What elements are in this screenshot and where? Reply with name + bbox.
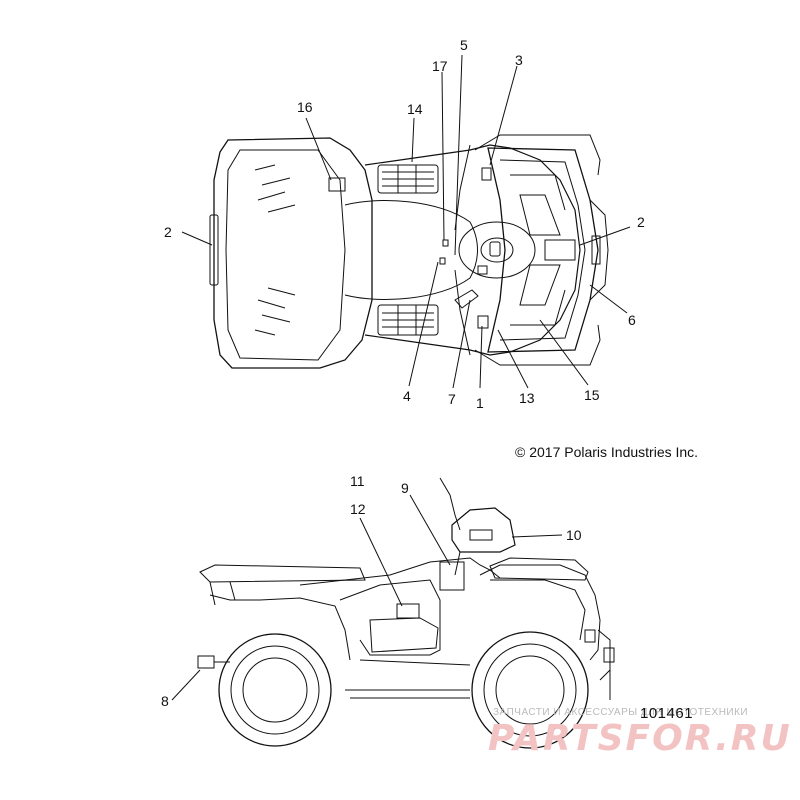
callout-12: 12 bbox=[350, 501, 366, 517]
callout-17: 17 bbox=[432, 58, 448, 74]
callout-2-left: 2 bbox=[164, 224, 172, 240]
side-view-leaders bbox=[171, 494, 563, 701]
callout-8: 8 bbox=[161, 693, 169, 709]
copyright-notice: © 2017 Polaris Industries Inc. bbox=[515, 444, 699, 460]
top-view-leaders bbox=[181, 54, 631, 389]
callout-11: 11 bbox=[350, 473, 365, 489]
diagram-code: 101461 bbox=[640, 705, 694, 722]
callout-15: 15 bbox=[584, 387, 600, 403]
callout-5: 5 bbox=[460, 37, 468, 53]
callout-9: 9 bbox=[401, 480, 409, 496]
side-view-atv bbox=[197, 477, 615, 749]
callout-7: 7 bbox=[448, 391, 456, 407]
callout-3: 3 bbox=[515, 52, 523, 68]
watermark-logo: PARTSFOR.RU bbox=[488, 718, 792, 759]
watermark-tagline: ЗАПЧАСТИ И АКСЕССУАРЫ ДЛЯ МОТОТЕХНИКИ bbox=[493, 707, 749, 718]
callout-14: 14 bbox=[407, 101, 423, 117]
callout-16: 16 bbox=[297, 99, 313, 115]
top-view-atv bbox=[209, 134, 609, 369]
callout-10: 10 bbox=[566, 527, 582, 543]
callout-1: 1 bbox=[476, 395, 484, 411]
callout-6: 6 bbox=[628, 312, 636, 328]
callout-13: 13 bbox=[519, 390, 535, 406]
callout-2-right: 2 bbox=[637, 214, 645, 230]
callout-4: 4 bbox=[403, 388, 411, 404]
